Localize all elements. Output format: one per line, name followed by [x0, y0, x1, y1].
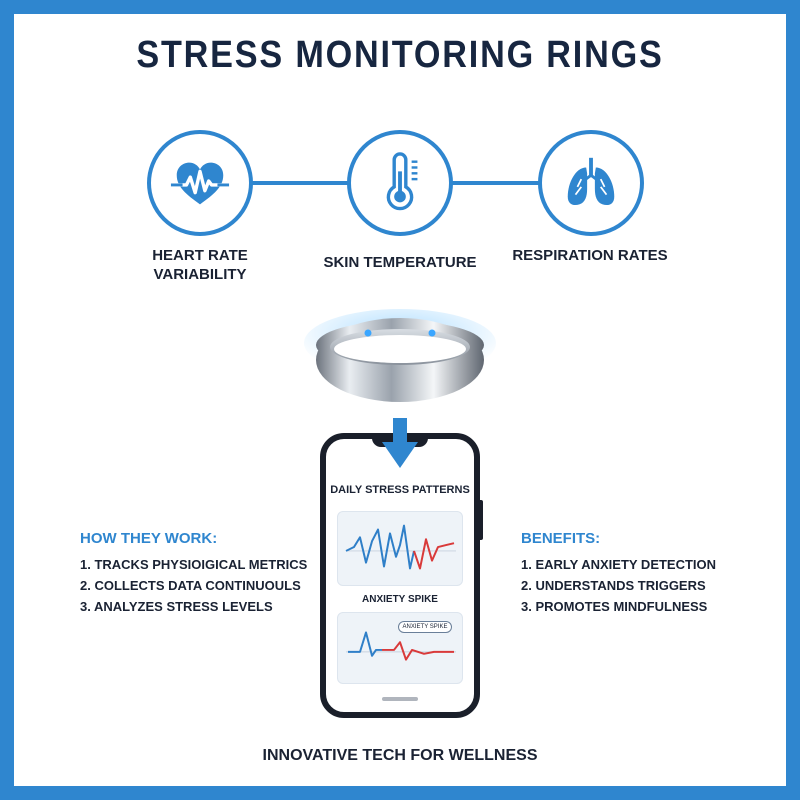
benefits-title: BENEFITS: — [521, 530, 601, 547]
screen-title: DAILY STRESS PATTERNS — [330, 484, 470, 496]
list-item: 3. ANALYZES STRESS LEVELS — [80, 599, 273, 614]
smart-ring-image — [300, 305, 500, 415]
anxiety-spike-badge: ANXIETY SPIKE — [398, 621, 452, 633]
how-they-work-title: HOW THEY WORK: — [80, 530, 218, 547]
arrow-down-icon — [382, 418, 418, 468]
thermometer-icon — [386, 152, 418, 211]
metric-heart-rate-circle — [147, 130, 253, 236]
page-title: STRESS MONITORING RINGS — [136, 34, 664, 76]
metric-heart-rate-label: HEART RATE VARIABILITY — [152, 247, 248, 283]
metric-skin-temp-circle — [347, 130, 453, 236]
how-they-work-list: 1. TRACKS PHYSIOIGICAL METRICS 2. COLLEC… — [80, 554, 307, 617]
metric-respiration-circle — [538, 130, 644, 236]
list-item: 1. TRACKS PHYSIOIGICAL METRICS — [80, 557, 308, 572]
list-item: 2. COLLECTS DATA CONTINUOULS — [80, 578, 301, 593]
anxiety-spike-label: ANXIETY SPIKE — [362, 594, 438, 605]
list-item: 1. EARLY ANXIETY DETECTION — [521, 557, 717, 572]
stress-pattern-graph — [337, 511, 463, 586]
metric-respiration-label: RESPIRATION RATES — [512, 247, 668, 264]
phone-home-indicator — [382, 697, 418, 701]
benefits-list: 1. EARLY ANXIETY DETECTION 2. UNDERSTAND… — [521, 554, 716, 617]
lungs-icon — [567, 157, 615, 206]
list-item: 2. UNDERSTANDS TRIGGERS — [521, 578, 706, 593]
heart-pulse-icon — [170, 162, 230, 205]
footer-tagline: INNOVATIVE TECH FOR WELLNESS — [262, 747, 538, 764]
metric-skin-temp-label: SKIN TEMPERATURE — [323, 254, 477, 271]
list-item: 3. PROMOTES MINDFULNESS — [521, 599, 708, 614]
phone-side-button — [478, 500, 483, 540]
